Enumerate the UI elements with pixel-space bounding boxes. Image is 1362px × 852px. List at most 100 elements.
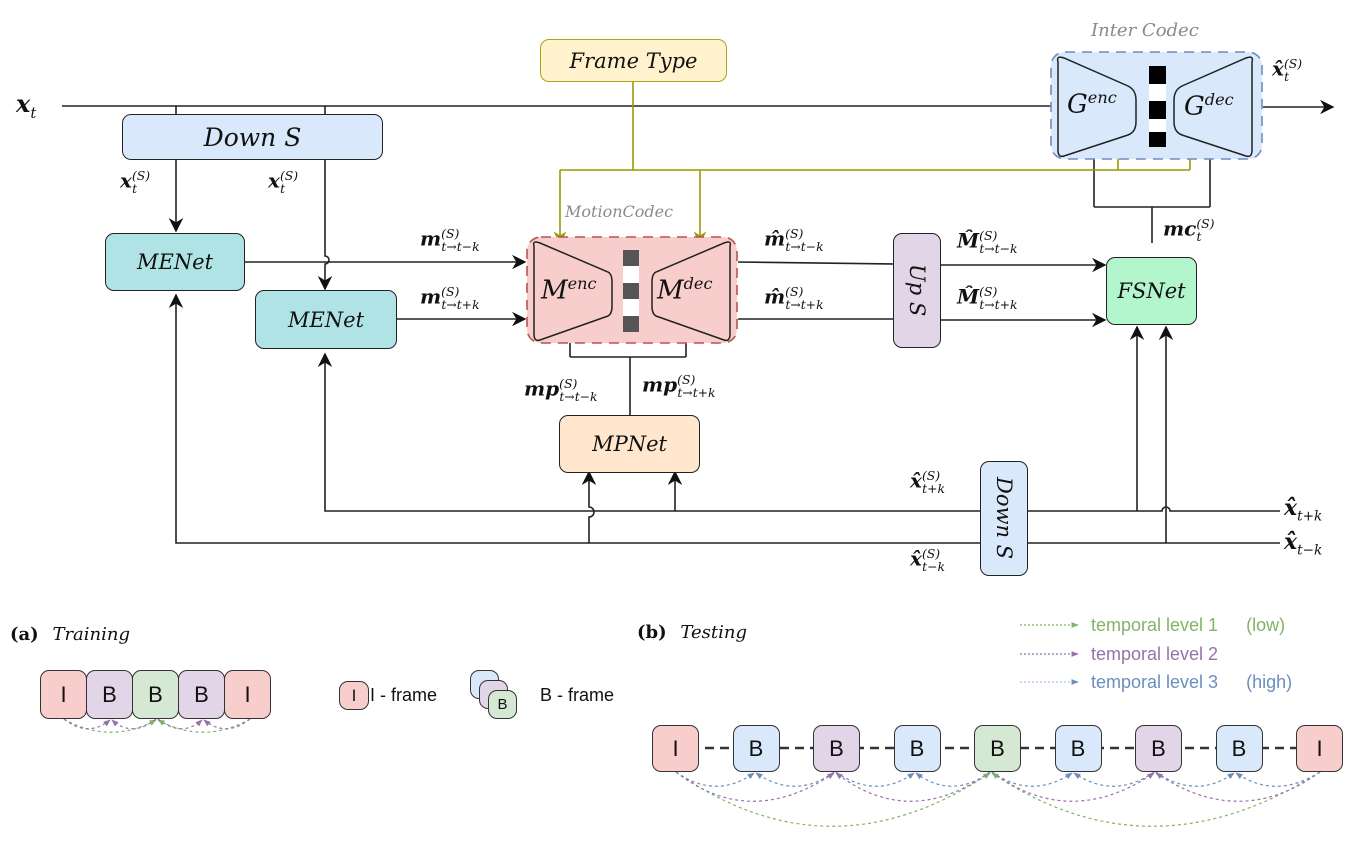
legend-level-1: temporal level 1 (low): [1091, 616, 1285, 634]
label-mhat-t-tpk: m̂(S)t→t+k: [764, 284, 824, 312]
training-caption: (a) Training: [10, 626, 130, 644]
motion-latent-bar: [623, 250, 639, 332]
inter-latent-bar: [1149, 66, 1166, 147]
wire-downs-menet2: [317, 160, 333, 291]
label-xtS-left: x(S)t: [120, 168, 151, 196]
testing-frame-5[interactable]: B: [974, 725, 1021, 772]
g-enc-base: G: [1067, 89, 1088, 120]
test-arc-l3e: [991, 771, 1073, 787]
mpnet-block[interactable]: MPNet: [559, 415, 700, 473]
legend-level-2-label: temporal level 2: [1091, 644, 1219, 664]
test-arc-l2d: [1155, 771, 1321, 802]
g-enc-label[interactable]: Genc: [1067, 88, 1117, 120]
label-xhatS-tmk: x̂(S)t−k: [910, 546, 945, 574]
training-title: Training: [52, 624, 131, 645]
testing-frame-8[interactable]: B: [1215, 725, 1263, 772]
test-arc-l2c: [991, 771, 1155, 802]
testing-caption: (b) Testing: [637, 624, 747, 642]
output-xhat-t-s: x̂(S)t: [1272, 56, 1303, 84]
input-xhat-tmk: x̂t−k: [1284, 529, 1323, 559]
test-arc-l1b: [991, 771, 1321, 827]
motion-codec-title: MotionCodec: [565, 202, 674, 221]
label-Mhat-t-tmk: M̂(S)t→t−k: [957, 228, 1018, 256]
m-enc-label[interactable]: Menc: [541, 274, 597, 306]
up-s-label: Up S: [905, 264, 929, 317]
m-enc-shape: [532, 241, 613, 342]
label-mp-t-tpk: mp(S)t→t+k: [642, 372, 716, 400]
train-arc-l2b: [111, 718, 157, 730]
fsnet-block[interactable]: FSNet: [1106, 257, 1197, 325]
label-xhatS-tpk: x̂(S)t+k: [910, 468, 945, 496]
label-xtS-right: x(S)t: [268, 168, 299, 196]
legend-level-3: temporal level 3 (high): [1091, 673, 1292, 691]
input-xt: xt: [16, 89, 37, 122]
label-mc-t: mc(S)t: [1163, 216, 1215, 244]
g-dec-base: G: [1184, 91, 1205, 122]
training-frame-2[interactable]: B: [86, 670, 133, 719]
test-arc-l3f: [1073, 771, 1155, 787]
g-enc-shape: [1056, 56, 1137, 158]
testing-title: Testing: [680, 622, 747, 643]
training-tag: (a): [10, 624, 39, 645]
g-dec-sup: dec: [1204, 90, 1234, 109]
testing-frame-1[interactable]: I: [652, 725, 699, 772]
wire-xtmk-mpnet: [581, 470, 597, 543]
testing-frame-3[interactable]: B: [813, 725, 860, 772]
legend-level-1-note: (low): [1246, 615, 1286, 635]
training-frame-4[interactable]: B: [178, 670, 225, 719]
testing-frame-2[interactable]: B: [732, 725, 780, 772]
legend-level-3-note: (high): [1246, 672, 1293, 692]
label-mp-t-tmk: mp(S)t→t−k: [524, 376, 598, 404]
label-Mhat-t-tpk: M̂(S)t→t+k: [957, 284, 1018, 312]
input-xhat-tpk: x̂t+k: [1284, 495, 1323, 525]
training-frame-1[interactable]: I: [40, 670, 87, 719]
train-arc-l1b: [157, 718, 251, 733]
legend-i-frame-label: I - frame: [370, 685, 438, 705]
test-arc-l3h: [1235, 771, 1321, 787]
down-s-bottom-label: Down S: [992, 477, 1016, 560]
legend-level-2: temporal level 2: [1091, 645, 1218, 663]
training-frame-3[interactable]: B: [132, 670, 179, 719]
g-enc-sup: enc: [1087, 88, 1117, 107]
testing-frame-6[interactable]: B: [1054, 725, 1102, 772]
m-enc-base: M: [541, 275, 568, 306]
training-frame-5[interactable]: I: [224, 670, 271, 719]
frame-type-block[interactable]: Frame Type: [540, 39, 727, 82]
inter-codec-title: Inter Codec: [1091, 20, 1199, 41]
down-s-block-top[interactable]: Down S: [122, 114, 383, 160]
train-arc-l2d: [203, 718, 251, 730]
legend-level-3-label: temporal level 3: [1091, 672, 1219, 692]
up-s-block[interactable]: Up S: [893, 233, 941, 348]
test-arc-l3b: [755, 771, 835, 787]
m-dec-label[interactable]: Mdec: [657, 274, 713, 303]
train-arc-l2c: [157, 718, 203, 730]
label-m-t-tpk: m(S)t→t+k: [420, 284, 480, 312]
legend-i-frame-icon: I: [339, 681, 369, 710]
test-arc-l3a: [675, 771, 755, 787]
testing-frame-9[interactable]: I: [1296, 725, 1343, 772]
test-arc-l1a: [675, 771, 991, 827]
testing-frame-4[interactable]: B: [893, 725, 941, 772]
g-dec-shape: [1173, 56, 1254, 158]
train-arc-l1: [63, 718, 157, 733]
down-s-block-bottom[interactable]: Down S: [980, 461, 1028, 576]
menet-block-2[interactable]: MENet: [255, 290, 397, 349]
legend-b-frame-label: B - frame: [540, 685, 615, 705]
m-enc-sup: enc: [567, 274, 597, 293]
legend-level-1-label: temporal level 1: [1091, 615, 1219, 635]
label-mhat-t-tmk: m̂(S)t→t−k: [764, 226, 824, 254]
label-m-t-tmk: m(S)t→t−k: [420, 226, 480, 254]
wire-mc-ups-1: [737, 261, 894, 265]
wire-xhat-tmk: [168, 293, 1280, 544]
m-dec-sup: dec: [683, 274, 713, 293]
menet-block-1[interactable]: MENet: [105, 233, 245, 291]
test-arc-l2b: [835, 771, 991, 802]
g-dec-label[interactable]: Gdec: [1184, 90, 1234, 122]
test-arc-l3g: [1155, 771, 1235, 787]
test-arc-l3d: [915, 771, 991, 787]
m-dec-shape: [651, 241, 732, 342]
testing-tag: (b): [637, 622, 667, 643]
legend-b-frame-icon: B: [488, 690, 517, 719]
testing-frame-7[interactable]: B: [1135, 725, 1182, 772]
